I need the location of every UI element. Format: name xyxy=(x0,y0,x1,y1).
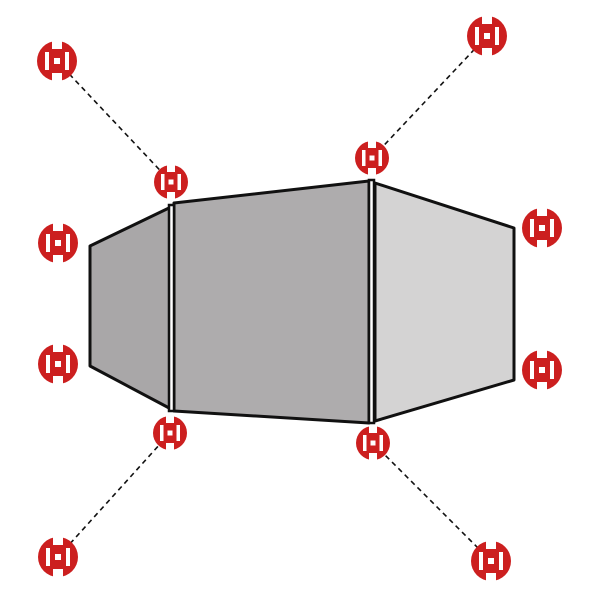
tent-body xyxy=(88,178,516,425)
red-clip-connector-icon[interactable] xyxy=(153,415,187,451)
guy-line-top-right xyxy=(371,35,488,159)
seam-right xyxy=(367,178,376,425)
left-panel xyxy=(88,205,173,411)
guy-line-bottom-left xyxy=(57,432,171,558)
red-clip-connector-icon[interactable] xyxy=(38,222,78,264)
red-clip-connector-icon[interactable] xyxy=(522,207,562,249)
red-clip-connector-icon[interactable] xyxy=(355,140,389,176)
center-panel xyxy=(172,179,371,425)
red-clip-connector-icon[interactable] xyxy=(356,425,390,461)
red-clip-connector-icon[interactable] xyxy=(38,343,78,385)
guy-line-bottom-right xyxy=(372,442,492,562)
right-panel xyxy=(373,181,516,423)
guy-line-top-left xyxy=(56,60,172,183)
red-clip-connector-icon[interactable] xyxy=(522,349,562,391)
seam-left xyxy=(167,203,176,413)
guy-lines xyxy=(56,35,492,562)
